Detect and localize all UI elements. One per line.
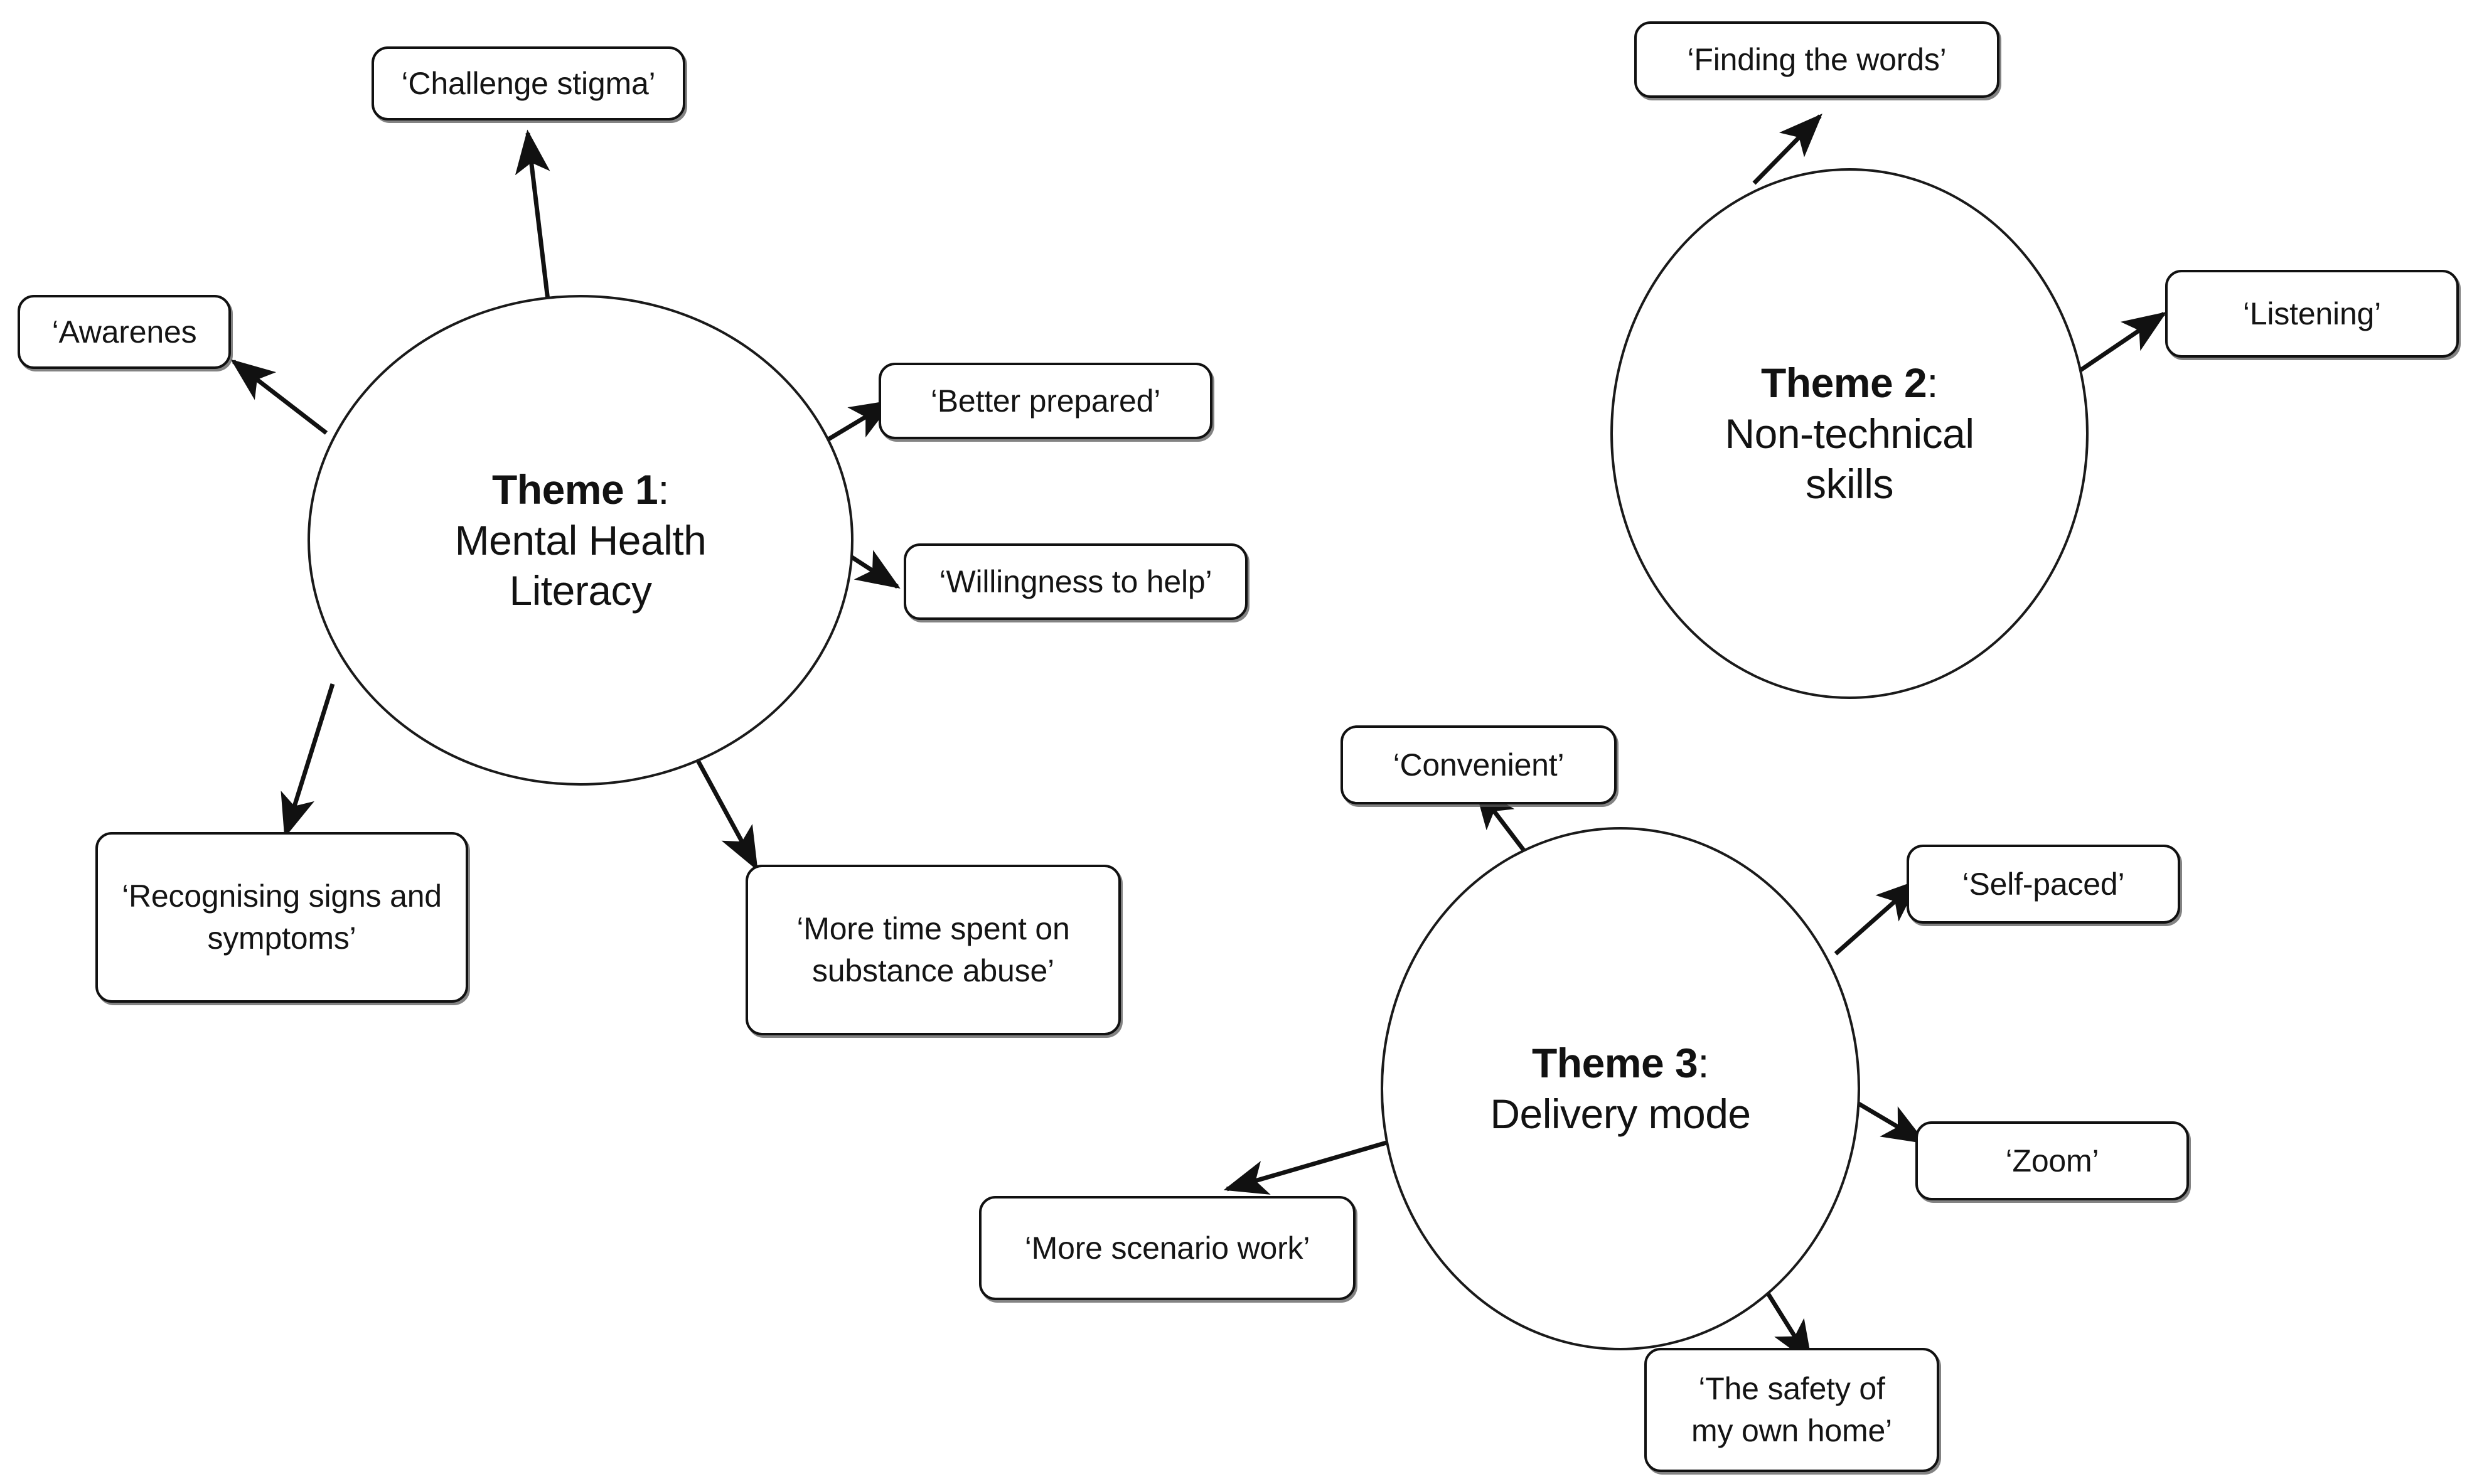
code-box-convenient[interactable]: ‘Convenient’ (1341, 725, 1617, 804)
theme-1-circle[interactable]: Theme 1: Mental Health Literacy (308, 295, 854, 786)
connector-theme1-substance (688, 745, 759, 871)
connector-theme3-self-paced (1834, 879, 1920, 956)
code-box-listening[interactable]: ‘Listening’ (2165, 270, 2459, 358)
theme-3-subtitle: Delivery mode (1490, 1091, 1751, 1137)
theme-3-title: Theme 3: (1531, 1038, 1710, 1089)
code-box-more-scenario-work[interactable]: ‘More scenario work’ (979, 1196, 1356, 1300)
code-box-finding-the-words[interactable]: ‘Finding the words’ (1634, 21, 1999, 98)
code-box-willingness-to-help[interactable]: ‘Willingness to help’ (904, 543, 1248, 620)
theme-2-title: Theme 2: (1760, 358, 1939, 408)
theme-2-subtitle: Non-technical skills (1725, 410, 1974, 508)
code-box-recognising-signs[interactable]: ‘Recognising signs and symptoms’ (95, 832, 468, 1003)
connector-theme3-scenario (1223, 1136, 1400, 1195)
theme-2-title-text: Theme 2 (1760, 360, 1927, 407)
code-box-more-time-substance[interactable]: ‘More time spent on substance abuse’ (746, 865, 1121, 1035)
theme-2-title-colon: : (1927, 360, 1939, 407)
theme-1-title-text: Theme 1 (491, 466, 658, 513)
theme-2-circle[interactable]: Theme 2: Non-technical skills (1610, 168, 2089, 699)
theme-3-title-text: Theme 3 (1531, 1040, 1698, 1087)
theme-3-circle[interactable]: Theme 3: Delivery mode (1381, 827, 1860, 1350)
theme-3-title-colon: : (1698, 1040, 1710, 1087)
theme-1-subtitle: Mental Health Literacy (454, 516, 707, 614)
code-box-awareness[interactable]: ‘Awarenes (18, 295, 231, 369)
code-box-challenge-stigma[interactable]: ‘Challenge stigma’ (372, 46, 685, 120)
code-box-better-prepared[interactable]: ‘Better prepared’ (879, 363, 1212, 439)
connector-theme3-zoom (1853, 1099, 1927, 1145)
connector-theme1-challenge-stigma (515, 129, 550, 301)
theme-1-title: Theme 1: (491, 464, 670, 515)
connector-theme1-recognising (281, 683, 335, 838)
code-box-zoom[interactable]: ‘Zoom’ (1915, 1121, 2189, 1200)
connector-theme2-listening (2079, 311, 2167, 372)
code-box-self-paced[interactable]: ‘Self-paced’ (1907, 845, 2180, 924)
code-box-safety-own-home[interactable]: ‘The safety of my own home’ (1644, 1348, 1939, 1472)
theme-1-title-colon: : (658, 466, 670, 513)
connector-theme1-awareness (230, 359, 328, 435)
